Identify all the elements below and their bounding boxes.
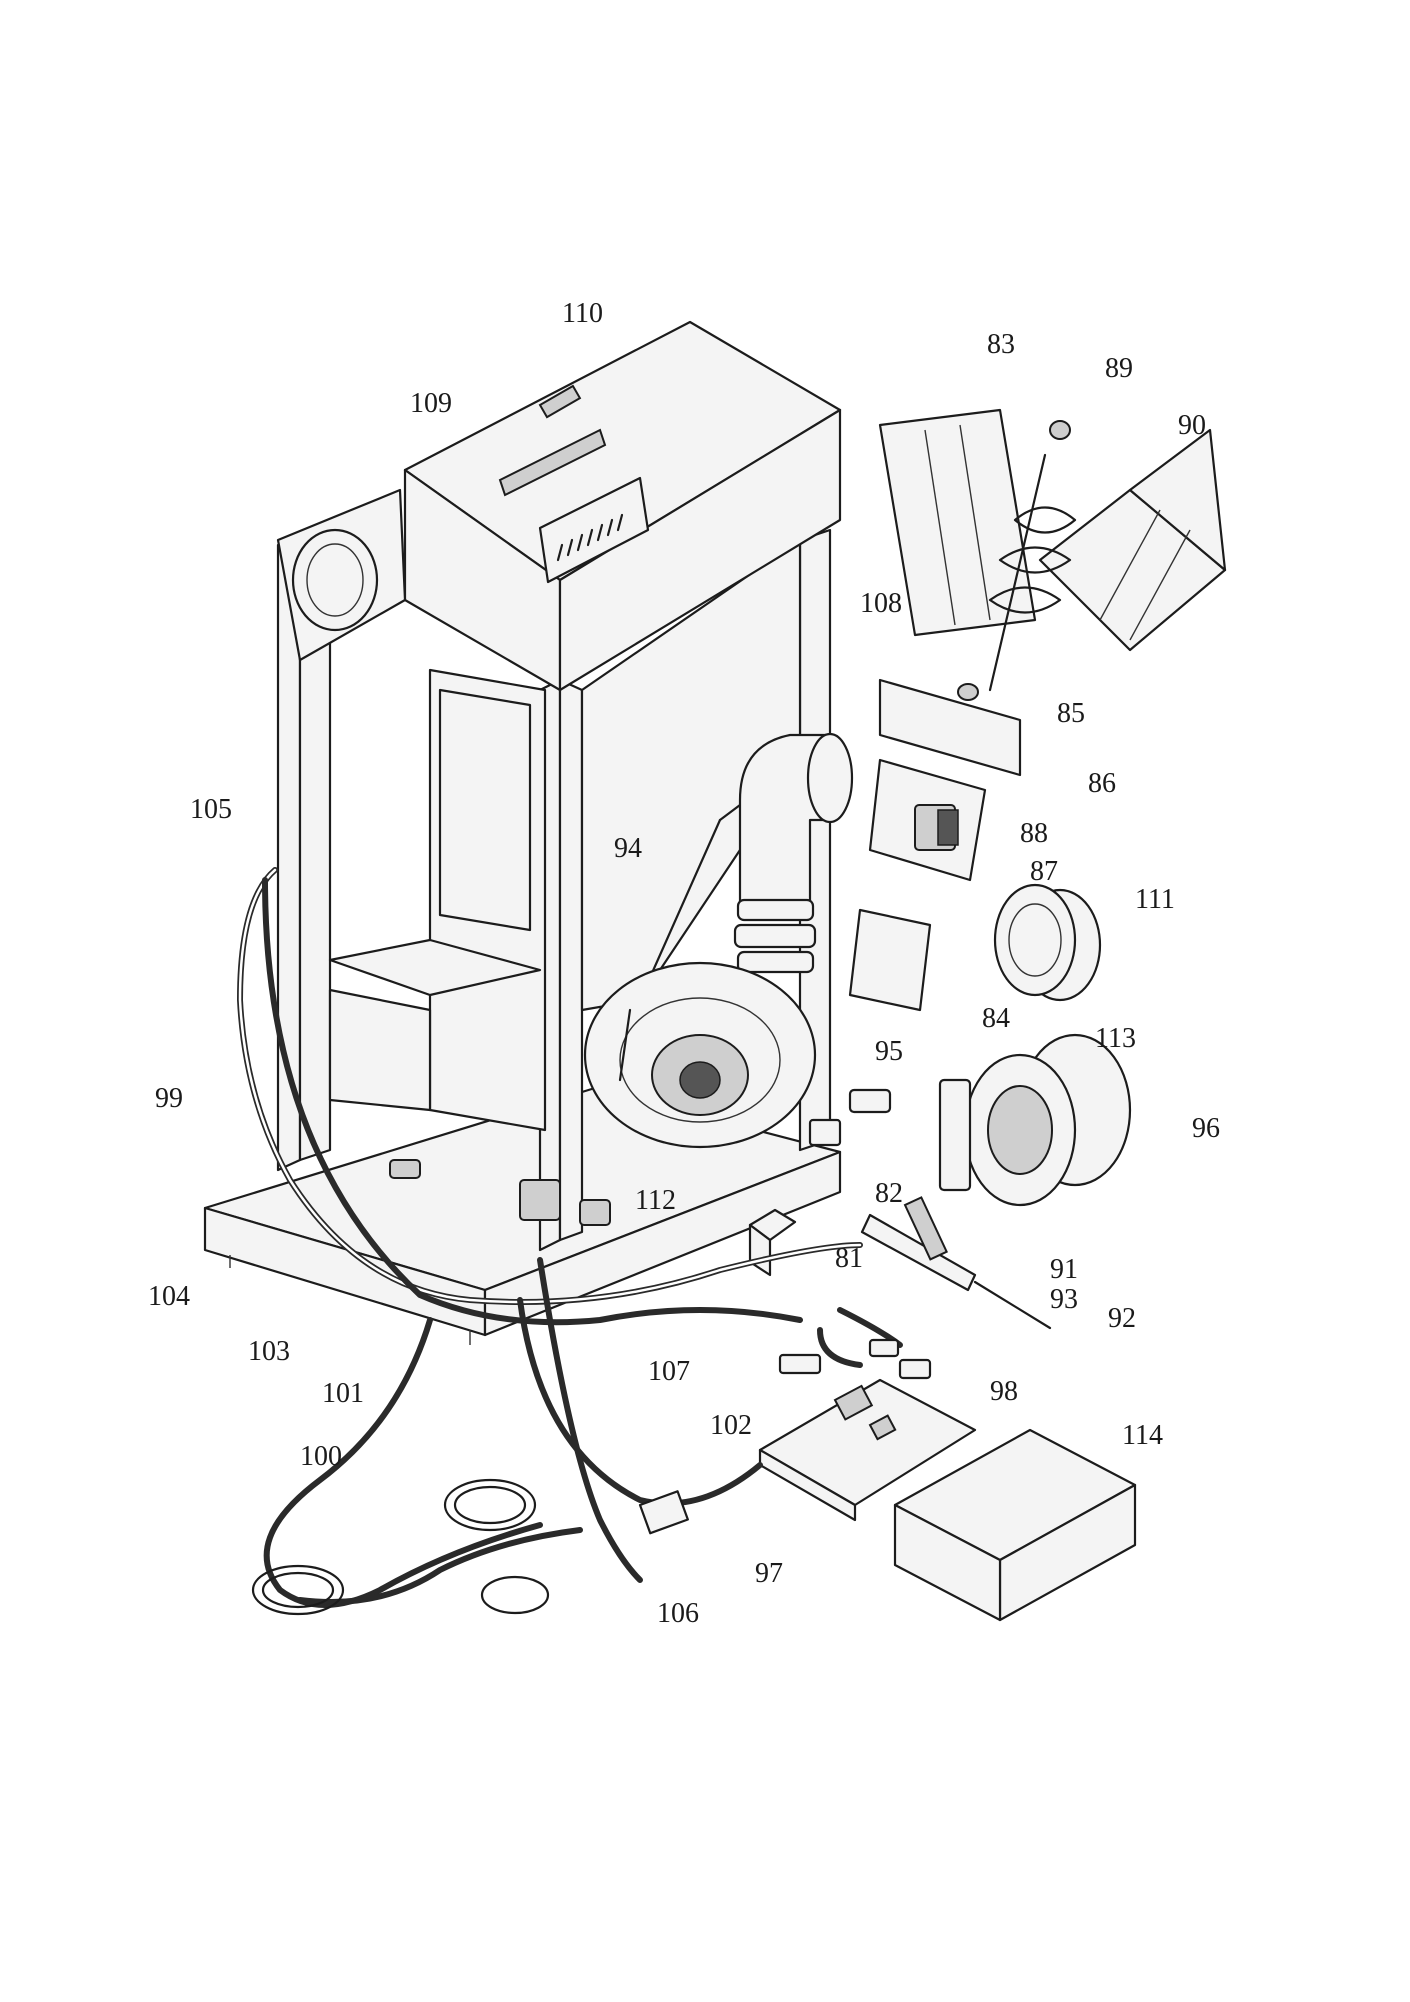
label-108: 108 — [860, 588, 902, 619]
label-91: 91 — [1050, 1254, 1078, 1285]
label-103: 103 — [248, 1336, 290, 1367]
label-84: 84 — [982, 1003, 1010, 1034]
label-97: 97 — [755, 1558, 783, 1589]
label-99: 99 — [155, 1083, 183, 1114]
label-105: 105 — [190, 794, 232, 825]
fan-housing — [583, 961, 817, 1149]
control-board — [758, 1378, 977, 1522]
label-86: 86 — [1088, 768, 1116, 799]
label-107: 107 — [648, 1356, 690, 1387]
switch-block — [748, 1208, 797, 1277]
label-92: 92 — [1108, 1303, 1136, 1334]
label-98: 98 — [990, 1376, 1018, 1407]
label-111: 111 — [1135, 884, 1175, 915]
label-94: 94 — [614, 833, 642, 864]
label-110: 110 — [562, 298, 603, 329]
label-81: 81 — [835, 1243, 863, 1274]
exhaust-elbow — [733, 732, 854, 974]
label-112: 112 — [635, 1185, 676, 1216]
gasket-plate — [848, 908, 932, 1012]
vent-slots — [556, 513, 624, 562]
auger-assembly — [878, 408, 1227, 701]
label-100: 100 — [300, 1441, 342, 1472]
label-87: 87 — [1030, 856, 1058, 887]
motor-bracket — [868, 678, 1022, 882]
label-113: 113 — [1095, 1023, 1136, 1054]
label-85: 85 — [1057, 698, 1085, 729]
igniter — [860, 1196, 1052, 1330]
label-82: 82 — [875, 1178, 903, 1209]
blower-fan — [938, 1033, 1132, 1207]
label-93: 93 — [1050, 1284, 1078, 1315]
label-83: 83 — [987, 329, 1015, 360]
label-114: 114 — [1122, 1420, 1163, 1451]
label-102: 102 — [710, 1410, 752, 1441]
sight-ring — [993, 883, 1102, 1002]
label-101: 101 — [322, 1378, 364, 1409]
label-106: 106 — [657, 1598, 699, 1629]
label-89: 89 — [1105, 353, 1133, 384]
label-104: 104 — [148, 1281, 190, 1312]
label-88: 88 — [1020, 818, 1048, 849]
board-cover — [893, 1428, 1137, 1622]
wiring-harness — [236, 867, 932, 1616]
label-90: 90 — [1178, 410, 1206, 441]
hopper-lid — [276, 320, 842, 692]
label-96: 96 — [1192, 1113, 1220, 1144]
label-95: 95 — [875, 1036, 903, 1067]
label-109: 109 — [410, 388, 452, 419]
